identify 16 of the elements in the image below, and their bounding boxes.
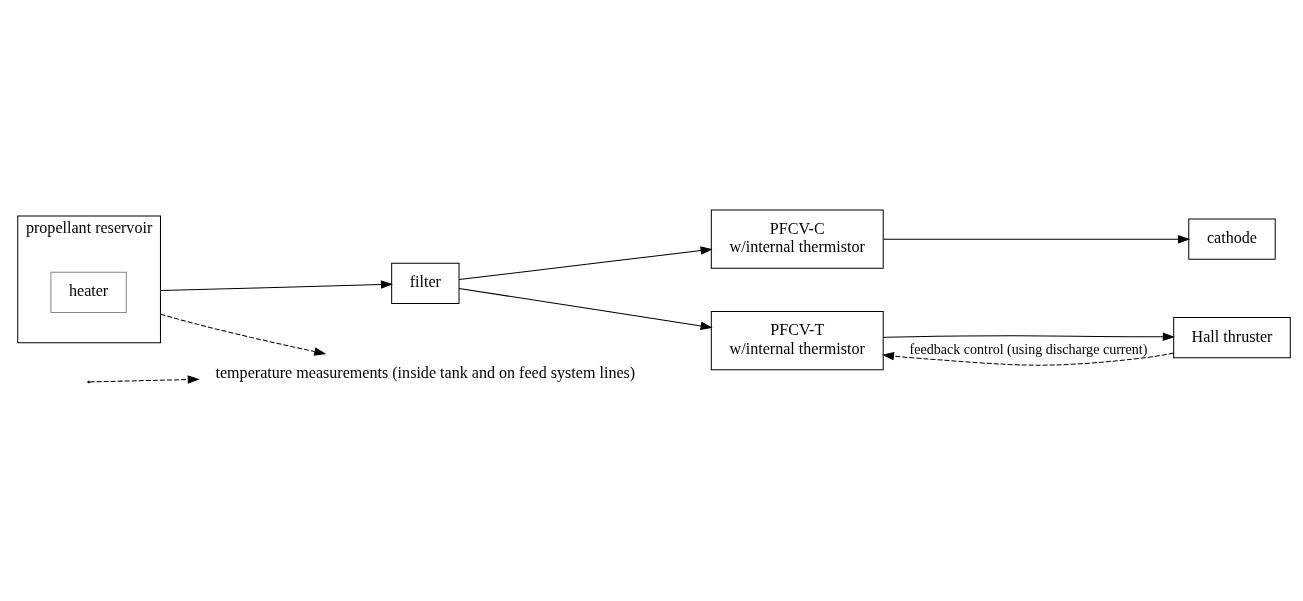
node-box: heater [50, 271, 127, 313]
arrow [159, 313, 327, 356]
node-text: temperature measurements (inside tank and on feed system lines) [215, 363, 636, 381]
arrow [882, 332, 1175, 341]
node-box: PFCV-C w/internal thermistor [710, 209, 884, 269]
node-box: filter [391, 262, 460, 304]
arrow [458, 287, 713, 330]
node-box: Hall thruster [1173, 316, 1291, 358]
arrow [458, 245, 713, 280]
edge-label: feedback control (using discharge current) [909, 340, 1148, 357]
arrow [89, 374, 200, 384]
node-box: PFCV-T w/internal thermistor [710, 310, 884, 370]
node-box: cathode [1188, 218, 1276, 260]
arrow [882, 234, 1191, 243]
arrow [159, 279, 393, 291]
arrow [881, 351, 1175, 366]
